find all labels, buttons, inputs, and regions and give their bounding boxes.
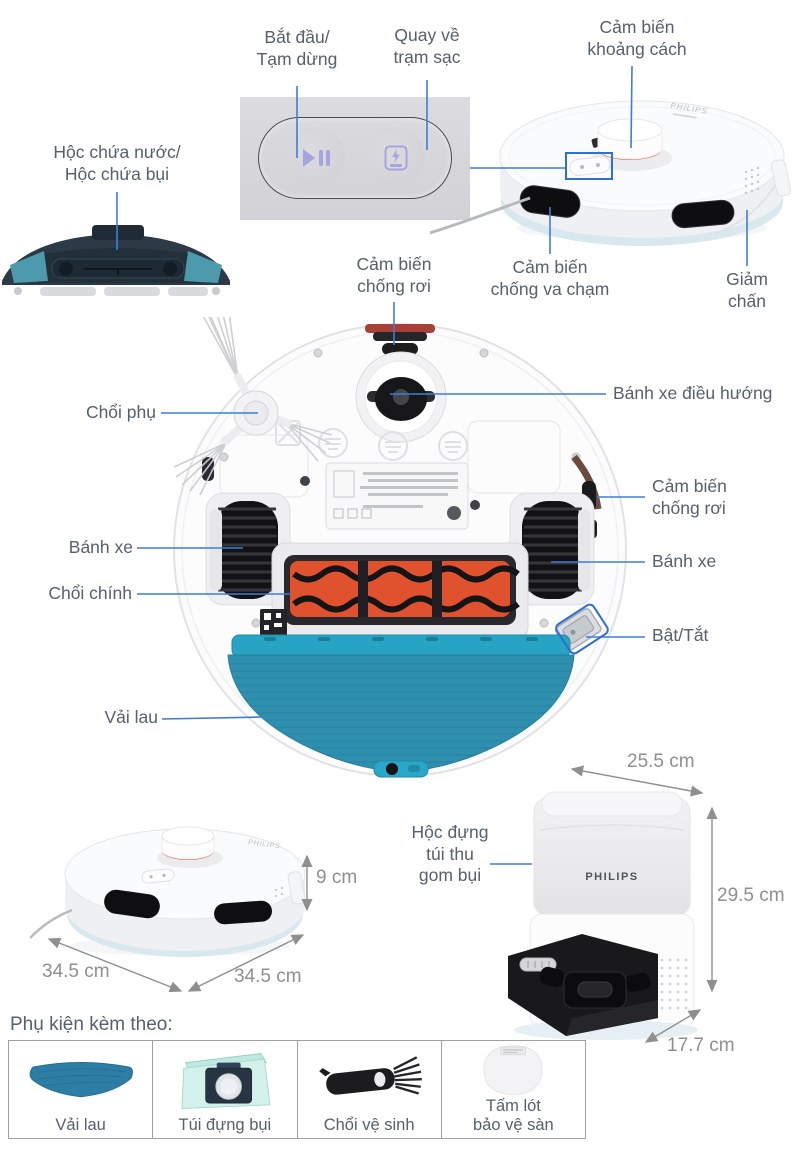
lidar-turret-side bbox=[157, 826, 223, 868]
label-start-pause: Bắt đầu/ Tạm dừng bbox=[256, 27, 338, 69]
wheel-left bbox=[205, 492, 291, 606]
charge-contact-strip bbox=[365, 324, 435, 333]
speaker-dots bbox=[744, 166, 760, 195]
charging-cable bbox=[430, 196, 531, 235]
label-bumper: Giảm chấn bbox=[726, 269, 768, 311]
mop-plate bbox=[231, 634, 571, 658]
screws bbox=[219, 348, 581, 628]
accessory-cell-floor-pad: Tấm lót bảo vệ sàn bbox=[440, 1041, 585, 1138]
product-label-plate bbox=[325, 462, 469, 530]
mop-cloth bbox=[227, 654, 575, 778]
main-brush bbox=[271, 542, 529, 651]
dock-station-image: PHILIPS bbox=[508, 791, 698, 1040]
control-panel-image bbox=[240, 97, 470, 220]
wheel-right bbox=[509, 492, 595, 606]
label-wheel-right: Bánh xe bbox=[652, 551, 717, 571]
label-return-dock: Quay về trạm sạc bbox=[393, 25, 461, 67]
dock-ramp-module bbox=[508, 934, 658, 1036]
robot-top-view-image: PHILIPS bbox=[430, 100, 792, 246]
dimension-dock-height: 29.5 cm bbox=[717, 885, 785, 906]
qr-code bbox=[260, 609, 287, 636]
label-water-dust-box: Hộc chứa nước/ Hộc chứa bụi bbox=[53, 142, 181, 184]
dimension-robot-height: 9 cm bbox=[316, 867, 358, 888]
lidar-turret bbox=[591, 118, 672, 171]
start-pause-button bbox=[285, 127, 345, 187]
accessory-cell-mop: Vải lau bbox=[9, 1041, 152, 1138]
dock-speaker-dots bbox=[660, 958, 688, 1010]
dimension-robot-width: 34.5 cm bbox=[42, 961, 110, 982]
accessory-cell-brush: Chổi vệ sinh bbox=[296, 1041, 441, 1138]
label-dust-bag-box: Hộc đựng túi thu gom bụi bbox=[411, 822, 489, 886]
accessory-label-mop: Vải lau bbox=[55, 1116, 106, 1135]
label-caster-wheel: Bánh xe điều hướng bbox=[613, 383, 773, 403]
accessory-label-brush: Chổi vệ sinh bbox=[323, 1116, 415, 1135]
accessory-label-dust-bag: Túi đựng bụi bbox=[178, 1116, 272, 1135]
dock-charge-icon bbox=[384, 145, 408, 171]
water-dust-container-image bbox=[0, 225, 232, 298]
accessory-cell-dust-bag: Túi đựng bụi bbox=[152, 1041, 296, 1138]
label-wheel-left: Bánh xe bbox=[68, 537, 133, 557]
label-side-brush: Chổi phụ bbox=[85, 402, 156, 422]
dust-bag-icon bbox=[181, 1052, 271, 1109]
dimension-dock-width: 25.5 cm bbox=[627, 751, 695, 772]
accessory-label-floor-pad: Tấm lót bảo vệ sàn bbox=[473, 1097, 554, 1135]
label-cliff-sensor-top: Cảm biến chống rơi bbox=[356, 254, 432, 296]
label-power-switch: Bật/Tắt bbox=[652, 625, 709, 645]
accessories-table: Vải lau Túi đựng bụi bbox=[8, 1040, 586, 1139]
mop-cloth-icon bbox=[29, 1061, 133, 1097]
dimension-robot-depth: 34.5 cm bbox=[234, 966, 302, 987]
charging-cable-side bbox=[30, 908, 73, 939]
label-cliff-sensor-right: Cảm biến chống rơi bbox=[652, 476, 727, 518]
robot-side-view-image: PHILIPS bbox=[30, 826, 306, 957]
accessories-title: Phụ kiện kèm theo: bbox=[10, 1014, 173, 1035]
play-pause-icon bbox=[303, 149, 330, 167]
label-collision-sensor: Cảm biến chống va chạm bbox=[490, 257, 610, 299]
floor-pad-icon bbox=[483, 1045, 543, 1096]
dimension-dock-depth: 17.7 cm bbox=[667, 1035, 735, 1056]
label-main-brush: Chổi chính bbox=[48, 583, 132, 603]
cliff-sensor-front bbox=[382, 343, 418, 355]
brand-logo-side: PHILIPS bbox=[248, 839, 281, 850]
cleaning-brush-icon bbox=[319, 1055, 422, 1095]
caster-wheel bbox=[355, 351, 447, 443]
label-mop-cloth: Vải lau bbox=[104, 707, 158, 727]
robot-bottom-view-image bbox=[173, 317, 627, 778]
label-distance-sensor: Cảm biến khoảng cách bbox=[587, 17, 687, 59]
button-pill bbox=[258, 117, 452, 199]
brand-logo-dock: PHILIPS bbox=[585, 871, 638, 883]
